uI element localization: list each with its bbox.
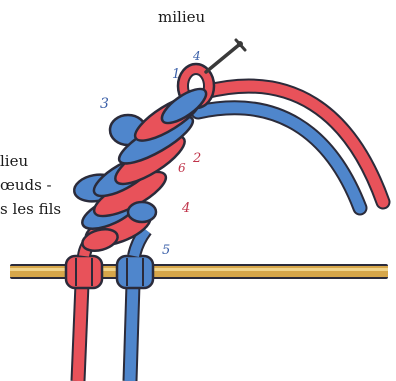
- blue-hanging-cord: [130, 284, 133, 381]
- step-number-1: 1: [172, 67, 180, 82]
- step-number-5: 5: [162, 243, 170, 258]
- red-hanging-cord: [78, 284, 82, 381]
- step-number-3: 3: [100, 96, 109, 112]
- step-number-4-top: 4: [192, 49, 201, 63]
- label-left-3: s les fils: [0, 200, 61, 218]
- hanging-cords: [78, 284, 133, 381]
- right-cords: [198, 86, 383, 208]
- label-milieu: milieu: [158, 8, 205, 26]
- label-left-2: œuds -: [0, 176, 52, 194]
- pin-icon: [206, 40, 245, 72]
- step-number-6: 6: [178, 161, 186, 175]
- step-number-2: 2: [192, 151, 201, 166]
- step-number-4: 4: [181, 201, 190, 216]
- label-left-1: lieu: [0, 152, 28, 170]
